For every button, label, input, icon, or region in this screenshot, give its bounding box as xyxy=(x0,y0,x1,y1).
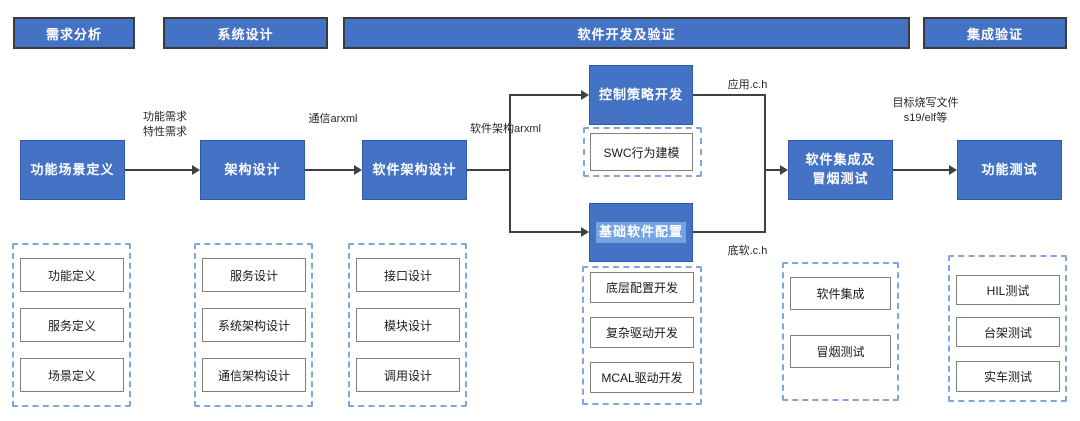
group-scenario-definition xyxy=(12,243,131,407)
phase-system-design: 系统设计 xyxy=(163,17,328,49)
group-item: 台架测试 xyxy=(956,317,1060,347)
group-item: 调用设计 xyxy=(356,358,460,392)
node-basic-software-configuration: 基础软件配置 xyxy=(589,203,693,262)
group-item: 模块设计 xyxy=(356,308,460,342)
group-item: 复杂驱动开发 xyxy=(590,317,694,348)
group-item: 服务设计 xyxy=(202,258,306,292)
edge-label-base-files: 底软.c.h xyxy=(727,245,768,257)
group-item: 实车测试 xyxy=(956,361,1060,392)
phase-requirements-analysis: 需求分析 xyxy=(13,17,135,49)
arrowhead-n7 xyxy=(949,165,957,175)
connector-merge-vertical xyxy=(764,94,766,233)
node-control-strategy-development: 控制策略开发 xyxy=(589,65,693,125)
edge-label-sw-arch-arxml: 软件架构arxml xyxy=(470,123,541,135)
group-basic-software xyxy=(582,266,702,405)
node-software-integration-smoke-test: 软件集成及 冒烟测试 xyxy=(788,140,893,200)
phase-software-dev-verification: 软件开发及验证 xyxy=(343,17,910,49)
group-item: 底层配置开发 xyxy=(590,272,694,303)
group-item: 通信架构设计 xyxy=(202,358,306,392)
arrowhead-control-strategy xyxy=(581,90,589,100)
arrowhead-n2 xyxy=(192,165,200,175)
node-function-scenario-definition: 功能场景定义 xyxy=(20,140,125,200)
group-item: 场景定义 xyxy=(20,358,124,392)
group-software-architecture xyxy=(348,243,467,407)
node-swc-behavior-modeling: SWC行为建模 xyxy=(590,133,693,171)
highlighted-text: 基础软件配置 xyxy=(595,222,686,243)
connector-n6-n7 xyxy=(893,169,950,171)
phase-integration-verification: 集成验证 xyxy=(923,17,1067,49)
group-item: MCAL驱动开发 xyxy=(590,362,694,393)
connector-n1-n2 xyxy=(125,169,193,171)
group-item: 接口设计 xyxy=(356,258,460,292)
group-architecture-design xyxy=(194,243,313,407)
connector-split-top xyxy=(510,94,582,96)
group-item: HIL测试 xyxy=(956,275,1060,305)
group-item: 冒烟测试 xyxy=(790,335,891,368)
connector-n3-split xyxy=(467,169,510,171)
node-software-architecture-design: 软件架构设计 xyxy=(362,140,467,200)
group-swc-modeling xyxy=(583,127,702,177)
arrowhead-basic-software xyxy=(581,227,589,237)
edge-label-app-files: 应用.c.h xyxy=(727,79,768,91)
connector-split-vertical xyxy=(509,94,511,233)
node-function-test: 功能测试 xyxy=(957,140,1062,200)
arrowhead-n6 xyxy=(780,165,788,175)
edge-label-requirements: 功能需求 特性需求 xyxy=(143,111,187,138)
node-architecture-design: 架构设计 xyxy=(200,140,305,200)
arrowhead-n3 xyxy=(354,165,362,175)
group-item: 功能定义 xyxy=(20,258,124,292)
connector-n2-n3 xyxy=(305,169,355,171)
group-item: 系统架构设计 xyxy=(202,308,306,342)
connector-basic-software-out xyxy=(693,231,765,233)
connector-merge-n6 xyxy=(765,169,781,171)
group-integration-smoke xyxy=(782,262,899,401)
connector-control-strategy-out xyxy=(693,94,765,96)
group-item: 软件集成 xyxy=(790,277,891,310)
edge-label-comm-arxml: 通信arxml xyxy=(308,113,358,125)
edge-label-target-files: 目标烧写文件 s19/elf等 xyxy=(892,97,959,124)
group-item: 服务定义 xyxy=(20,308,124,342)
group-function-test xyxy=(948,255,1067,402)
connector-split-bottom xyxy=(510,231,582,233)
